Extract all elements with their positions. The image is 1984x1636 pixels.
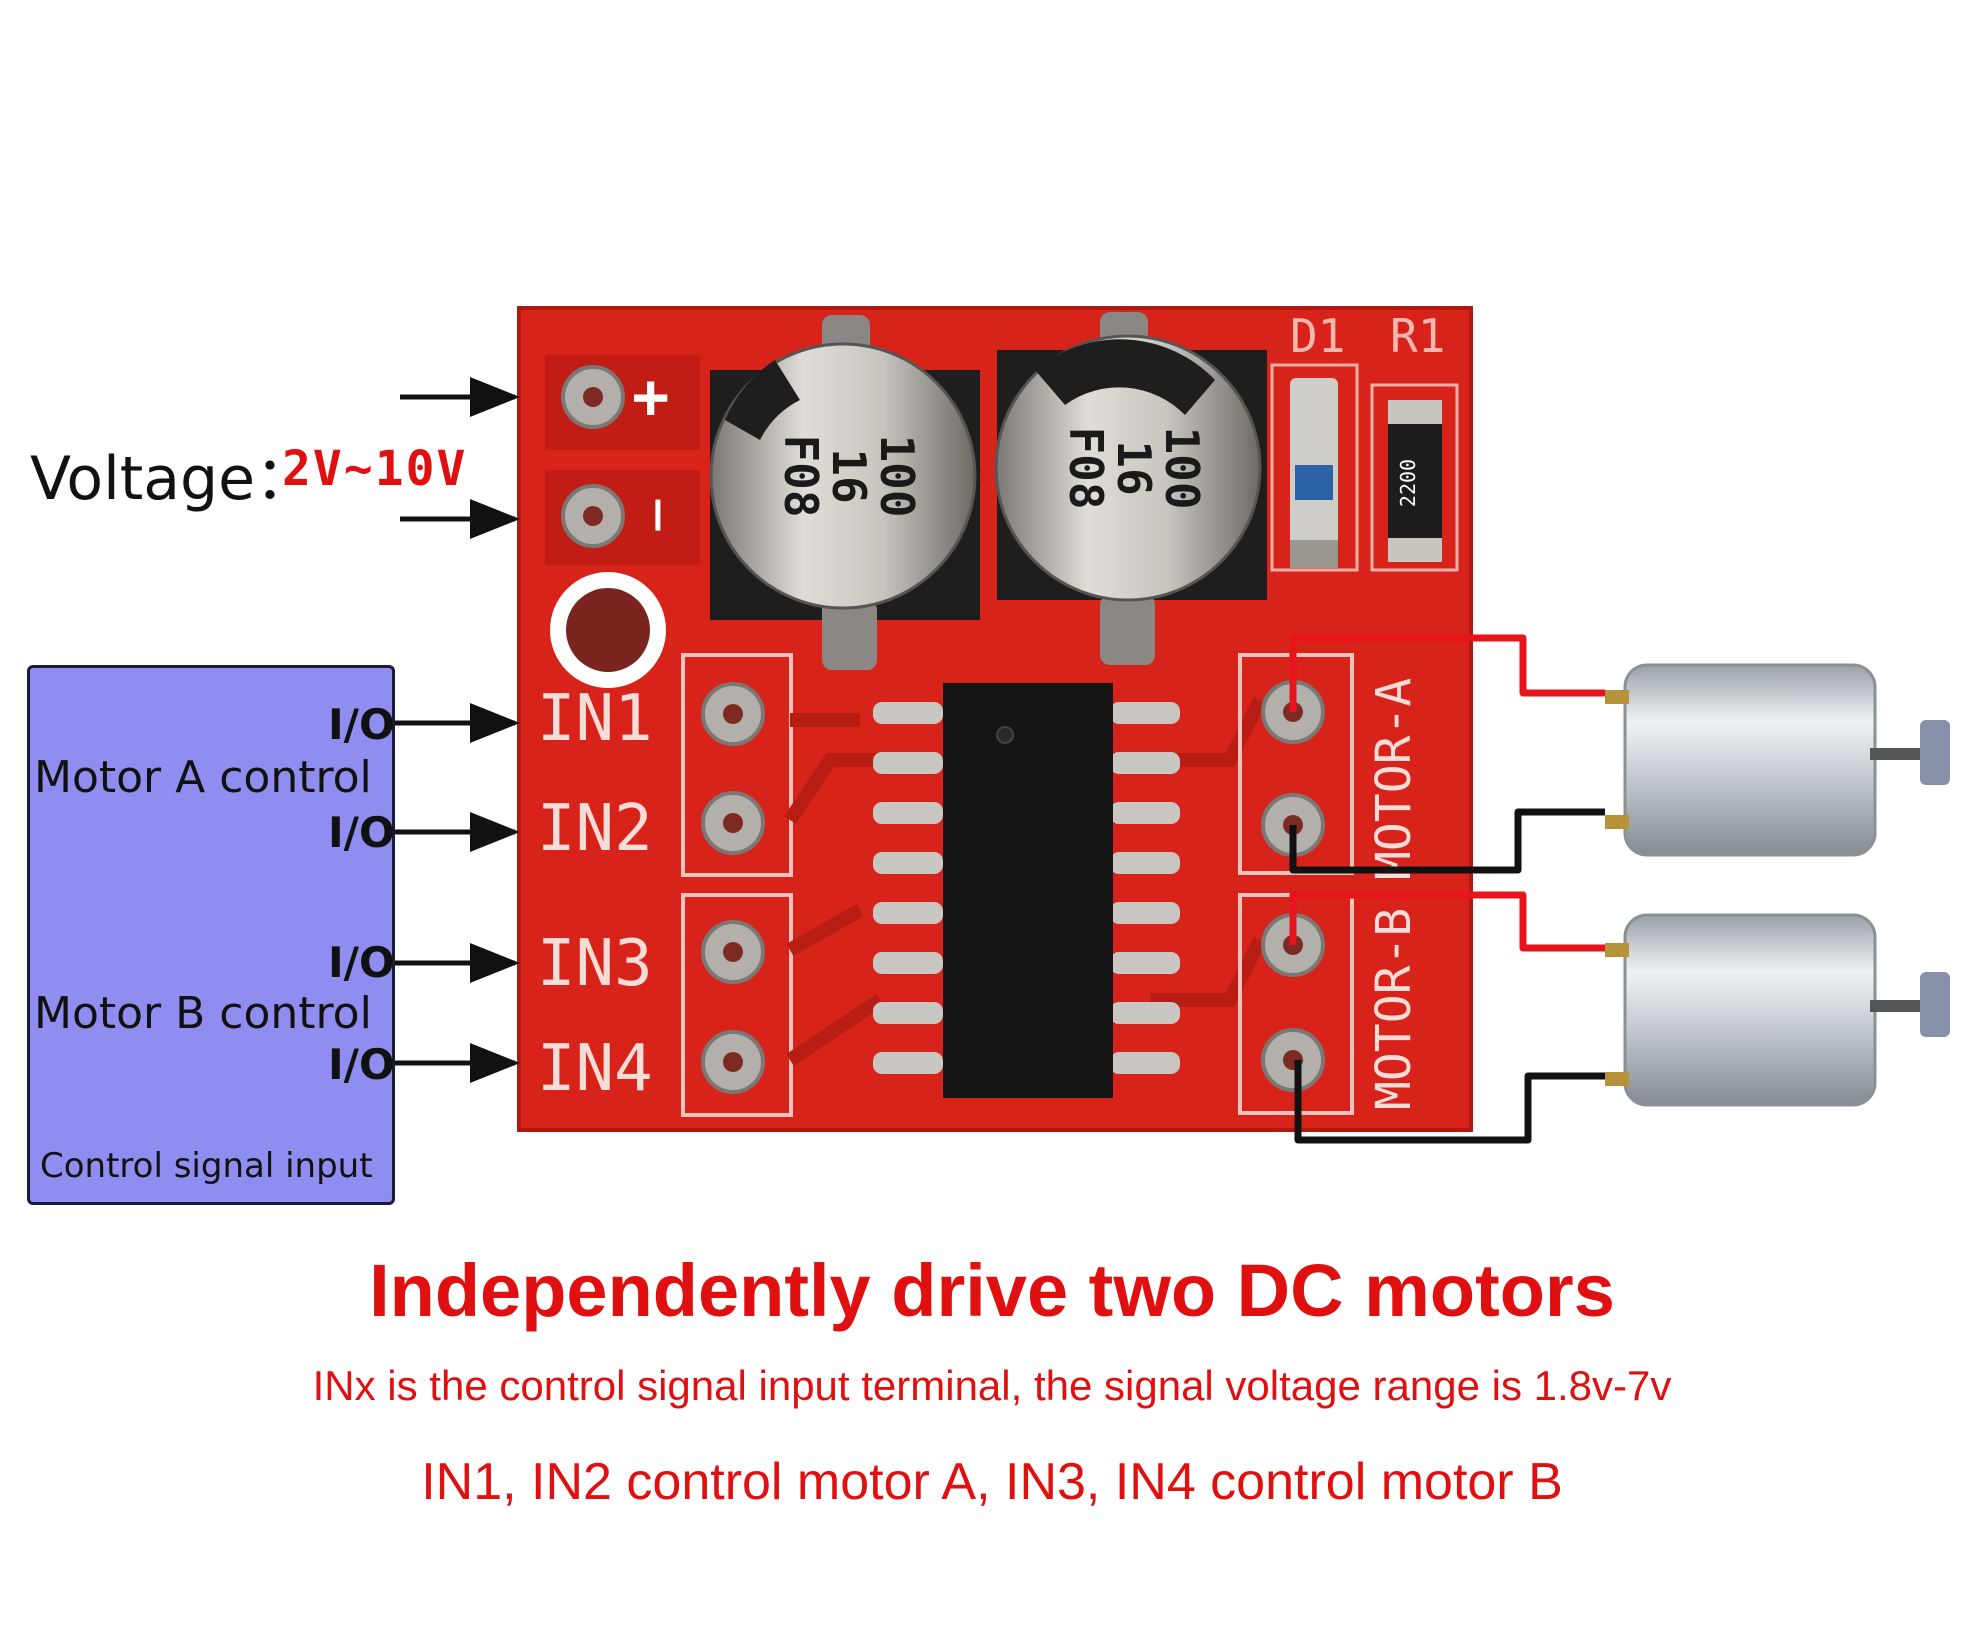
caption-line2: IN1, IN2 control motor A, IN3, IN4 contr… <box>421 1453 1563 1511</box>
motor-pads <box>1261 680 1325 1092</box>
io-label-in2: I/O <box>328 808 395 857</box>
wire-motor-a-red <box>1289 634 1605 712</box>
caption-line1: INx is the control signal input terminal… <box>312 1362 1672 1409</box>
silkscreen-d1: D1 <box>1290 309 1345 363</box>
label-motor-a: MOTOR-A <box>1366 678 1422 880</box>
svg-text:100: 100 <box>1155 426 1209 509</box>
svg-text:16: 16 <box>1107 440 1161 495</box>
io-label-in3: I/O <box>328 938 395 987</box>
control-signal-footer: Control signal input <box>40 1146 373 1186</box>
silkscreen-r1: R1 <box>1390 309 1445 363</box>
io-label-in1: I/O <box>328 700 395 749</box>
label-in4: IN4 <box>537 1032 653 1106</box>
motor-a <box>1605 663 1950 857</box>
motor-b <box>1605 913 1950 1107</box>
resistor-r1 <box>1388 405 1442 555</box>
diode-d1 <box>1290 378 1338 548</box>
motor-a-control-label: Motor A control <box>34 752 372 803</box>
caption-title: Independently drive two DC motors <box>369 1249 1615 1332</box>
power-plus-label: + <box>632 360 669 433</box>
control-signal-box: I/O Motor A control I/O I/O Motor B cont… <box>27 665 395 1205</box>
power-minus-label: − <box>624 497 694 533</box>
label-motor-b: MOTOR-B <box>1366 908 1422 1110</box>
resistor-code: 2200 <box>1396 459 1420 507</box>
wire-motor-b-red <box>1289 891 1605 952</box>
svg-text:100: 100 <box>870 434 924 517</box>
capacitor-1-label: 100 16 F08 <box>774 434 924 517</box>
label-in1: IN1 <box>537 682 653 756</box>
wire-motor-a-black <box>1289 808 1605 874</box>
motor-b-control-label: Motor B control <box>34 988 372 1039</box>
svg-text:F08: F08 <box>774 434 828 517</box>
wire-motor-b-black <box>1294 1060 1605 1144</box>
capacitor-2-label: 100 16 F08 <box>1059 426 1209 509</box>
io-label-in4: I/O <box>328 1040 395 1089</box>
svg-text:16: 16 <box>822 448 876 503</box>
label-in2: IN2 <box>537 792 653 866</box>
input-pads <box>701 682 765 1094</box>
label-in3: IN3 <box>537 927 653 1001</box>
voltage-range: 2V~10V <box>282 441 468 497</box>
svg-text:F08: F08 <box>1059 426 1113 509</box>
driver-ic <box>873 683 1180 1098</box>
voltage-label: Voltage： <box>30 444 316 514</box>
